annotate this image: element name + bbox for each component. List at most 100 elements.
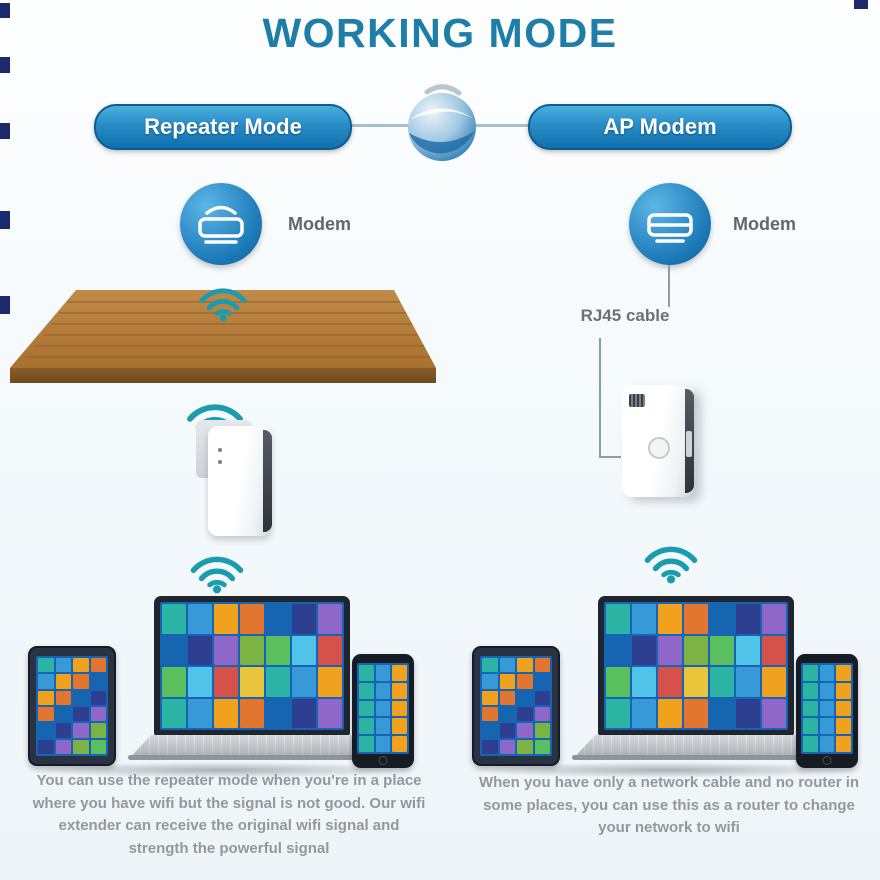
rj45-cable-line — [599, 456, 621, 458]
app-tile — [482, 739, 498, 754]
wifi-repeater-device — [196, 420, 280, 538]
app-tile — [38, 658, 54, 673]
app-tile — [318, 604, 342, 634]
laptop-base-edge — [572, 755, 818, 760]
page-title: WORKING MODE — [262, 10, 618, 56]
app-tile — [266, 667, 290, 697]
app-tile — [55, 674, 71, 689]
app-tile — [188, 667, 212, 697]
ap-mode-description: When you have only a network cable and n… — [478, 774, 860, 836]
rj45-cable-line — [668, 265, 670, 307]
app-tile — [240, 667, 264, 697]
app-tile — [73, 658, 89, 673]
app-tile — [606, 604, 630, 634]
app-tile — [188, 604, 212, 634]
app-tile — [762, 667, 786, 697]
app-tile — [55, 658, 71, 673]
app-tile — [684, 604, 708, 634]
laptop-screen — [154, 596, 350, 736]
laptop — [128, 596, 374, 766]
app-tile — [517, 690, 533, 705]
globe-icon — [397, 80, 487, 166]
wifi-signal-icon — [197, 276, 249, 322]
wifi-arcs — [190, 556, 244, 594]
app-tile — [499, 706, 515, 722]
app-tile — [38, 674, 54, 689]
app-tile — [292, 635, 316, 665]
app-tile — [803, 682, 818, 699]
app-tile — [266, 698, 290, 728]
app-tile — [38, 690, 54, 705]
app-tile — [534, 723, 550, 738]
app-tile — [499, 674, 515, 689]
app-tile — [819, 736, 835, 752]
app-tile — [534, 690, 550, 705]
repeater-mode-pill: Repeater Mode — [94, 104, 352, 150]
app-tile — [836, 682, 851, 699]
app-tile — [318, 635, 342, 665]
tile-screen — [480, 656, 552, 756]
laptop-keyboard — [132, 735, 370, 756]
wifi-arcs — [199, 288, 247, 322]
app-tile — [482, 658, 498, 673]
app-tile — [482, 706, 498, 722]
app-tile — [499, 723, 515, 738]
repeater-side-panel — [685, 389, 694, 493]
repeater-mode-description: You can use the repeater mode when you'r… — [32, 772, 426, 857]
wooden-table — [10, 290, 436, 383]
app-tile — [359, 682, 374, 699]
app-tile — [90, 690, 106, 705]
modem-icon — [629, 183, 711, 265]
wifi-signal-icon — [188, 543, 246, 594]
app-tile — [658, 698, 682, 728]
wps-button — [648, 437, 670, 459]
app-tile — [318, 667, 342, 697]
app-tile — [73, 723, 89, 738]
app-tile — [762, 698, 786, 728]
app-tile — [836, 700, 851, 717]
edge-artifact — [0, 211, 10, 229]
router-glyph — [198, 205, 244, 244]
laptop-base-edge — [128, 755, 374, 760]
app-tile — [375, 700, 391, 717]
app-tile — [375, 665, 391, 681]
cluster-shadow — [22, 762, 420, 778]
led-indicator — [218, 460, 222, 464]
app-tile — [38, 723, 54, 738]
device-cluster — [22, 596, 422, 782]
app-tile — [482, 690, 498, 705]
app-tile — [240, 604, 264, 634]
app-tile — [214, 635, 238, 665]
tile-screen — [36, 656, 108, 756]
app-tile — [73, 690, 89, 705]
app-tile — [762, 635, 786, 665]
app-tile — [499, 690, 515, 705]
app-tile — [803, 736, 818, 752]
app-tile — [632, 635, 656, 665]
app-tile — [90, 674, 106, 689]
app-tile — [836, 736, 851, 752]
app-tile — [55, 706, 71, 722]
tile-screen — [801, 663, 853, 754]
app-tile — [836, 665, 851, 681]
modem-label: Modem — [288, 214, 351, 234]
app-tile — [684, 635, 708, 665]
app-tile — [292, 604, 316, 634]
app-tile — [684, 698, 708, 728]
app-tile — [359, 736, 374, 752]
edge-artifact — [854, 0, 868, 9]
app-tile — [736, 698, 760, 728]
modem-icon — [180, 183, 262, 265]
app-tile — [214, 667, 238, 697]
cluster-shadow — [466, 762, 864, 778]
app-tile — [38, 739, 54, 754]
app-tile — [318, 698, 342, 728]
app-tile — [375, 718, 391, 735]
vent-grille — [629, 394, 645, 407]
app-tile — [534, 706, 550, 722]
app-tile — [73, 706, 89, 722]
app-tile — [162, 667, 186, 697]
app-tile — [375, 736, 391, 752]
laptop — [572, 596, 818, 766]
app-tile — [517, 658, 533, 673]
